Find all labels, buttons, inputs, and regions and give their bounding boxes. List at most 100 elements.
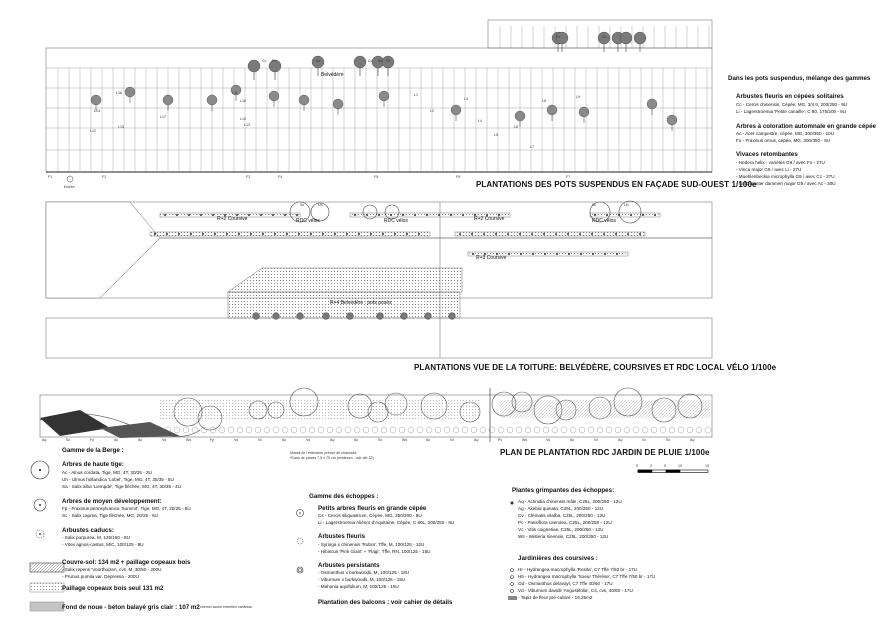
pot-tag: Fo — [386, 59, 391, 63]
planter-plant — [495, 233, 497, 235]
planter-plant — [507, 233, 509, 235]
garden-note: Massif de l'extension prévue de chaussée — [290, 451, 357, 455]
plant-tag: Pc — [498, 438, 503, 442]
pot-tag: Ac — [316, 59, 321, 63]
shrub-symbol — [569, 426, 577, 434]
roof-tree-canopy — [289, 201, 311, 223]
planter-plant — [438, 214, 440, 216]
planter-plant — [390, 214, 392, 216]
grimpantes-item: Ws - Wisteria sinensis, C25L, 200/250 - … — [518, 534, 609, 539]
balcony-tag: L17 — [160, 115, 166, 119]
potted-tree-canopy — [666, 114, 678, 126]
shrub-symbol — [272, 426, 280, 434]
belvedere-label: Belvédère — [321, 72, 344, 78]
shrub-symbol — [461, 426, 469, 434]
plant-tag: Vc — [642, 438, 647, 442]
berge-title: Gamme de la Berge : — [62, 447, 124, 454]
shrub-symbol — [254, 426, 262, 434]
roof-tag: Uh — [318, 203, 323, 207]
pots-group1-item: Cc - Cercis chinensis, Cépée, MG, 3/4 tr… — [736, 102, 848, 107]
shrub-symbol — [695, 426, 703, 434]
plant-tag: Sc — [66, 438, 71, 442]
echoppes-p2-item: - Syringa x chinensis 'Rubra', Tffe, M, … — [318, 542, 425, 547]
belvedere-pot — [322, 312, 330, 320]
potted-tree-canopy — [247, 59, 261, 73]
potted-tree-canopy — [378, 90, 390, 102]
berge-mid-item: Fp - Fraxinus pennsylvanica 'Summit', Ti… — [62, 506, 191, 511]
plant-tag: Ac — [426, 438, 431, 442]
planter-plant — [166, 233, 168, 235]
planter-plant — [250, 233, 252, 235]
roof-label: RDC vélos — [384, 218, 408, 224]
berge-noue-note: chemin accès entretien caniveau — [200, 605, 253, 609]
planter-plant — [226, 233, 228, 235]
planter-plant — [310, 233, 312, 235]
shrub-symbol — [623, 426, 631, 434]
balcony-tag: L7 — [530, 145, 534, 149]
plant-tag: Sc — [666, 438, 671, 442]
pot-tag: Cc — [368, 59, 373, 63]
potted-tree-canopy — [450, 104, 462, 116]
shrub-symbol — [596, 426, 604, 434]
balcony-tag: L4 — [478, 119, 482, 123]
planter-band — [467, 251, 629, 257]
planter-band — [149, 231, 431, 237]
plant-tag: Ws — [186, 438, 192, 442]
shrub-symbol — [560, 426, 568, 434]
berge-trees-item: Ac - Alnus cordata, Tige, MG, 4T, 30/35 … — [62, 470, 152, 475]
jardinieres-item: Od - Osmanthus delavayi, C7 Tffe 40/60 -… — [518, 581, 613, 586]
groundcover-area — [160, 400, 480, 420]
planter-plant — [176, 214, 178, 216]
roof-tag: Uh — [624, 203, 629, 207]
axis-label: F5 — [374, 175, 379, 179]
belvedere-pot — [376, 312, 384, 320]
entry-label: Entrée — [64, 185, 75, 189]
planter-plant — [200, 214, 202, 216]
planter-plant — [296, 214, 298, 216]
plant-tag: Fp — [90, 438, 95, 442]
shrub-symbol — [326, 426, 334, 434]
shrub-symbol — [407, 426, 415, 434]
plant-tag: Vs — [546, 438, 551, 442]
scale-tick: 5 — [664, 464, 666, 468]
planter-band — [454, 231, 646, 237]
plant-tag: Fp — [210, 438, 215, 442]
plant-tag: Ac — [114, 438, 119, 442]
jardinieres-item: - Tapis de fleur pré-cultivé - 19,25m2 — [518, 595, 593, 600]
planter-plant — [286, 233, 288, 235]
berge-mid-item: Sc - Salix caprea, Tige fléchée, MG, 20/… — [62, 513, 159, 518]
shrub-symbol — [479, 426, 487, 434]
shrub-symbol — [209, 426, 217, 434]
shrub-symbol — [533, 426, 541, 434]
potted-tree-canopy — [646, 98, 658, 110]
shrub-symbol — [686, 426, 694, 434]
balcony-tag: L9 — [576, 95, 580, 99]
pots-group1-title: Arbustes fleuris en cépées solitaires — [736, 93, 844, 100]
plant-tag: Sc — [378, 438, 383, 442]
grimpantes-item: Vc - Vitis coignetiae, C25L, 200/250 - 1… — [518, 527, 604, 532]
axis-label: F6 — [456, 175, 461, 179]
shrub-symbol — [371, 426, 379, 434]
shrub-symbol — [605, 426, 613, 434]
scale-tick: 10 — [678, 464, 682, 468]
shrub-symbol — [416, 426, 424, 434]
roof-plan — [45, 201, 713, 359]
echoppes-p1-item: Li - Lagerstroemia Aliénor d'Aquitaine, … — [318, 520, 455, 525]
berge-trees-item: Uh - Ulmus hollandica 'Lobel', Tige, MG,… — [62, 477, 174, 482]
planter-plant — [603, 233, 605, 235]
echoppes-p2-title: Arbustes fleuris — [318, 533, 366, 540]
plant-tag: Vc — [450, 438, 455, 442]
echoppes-p1-item: Cs - Cercis siliquastrum, Cépée, MG, 250… — [318, 513, 422, 518]
roof-tree-canopy — [618, 200, 642, 224]
shrub-symbol — [614, 426, 622, 434]
shrub-symbol — [290, 426, 298, 434]
shrub-symbol — [362, 426, 370, 434]
planter-plant — [272, 214, 274, 216]
balcony-tag: L16 — [116, 91, 122, 95]
echoppes-p3-item: - Viburnum x burkwoodii, M, 100/125 - 15… — [318, 577, 406, 582]
planter-plant — [346, 233, 348, 235]
planter-plant — [358, 233, 360, 235]
planter-plant — [284, 214, 286, 216]
planter-plant — [414, 214, 416, 216]
